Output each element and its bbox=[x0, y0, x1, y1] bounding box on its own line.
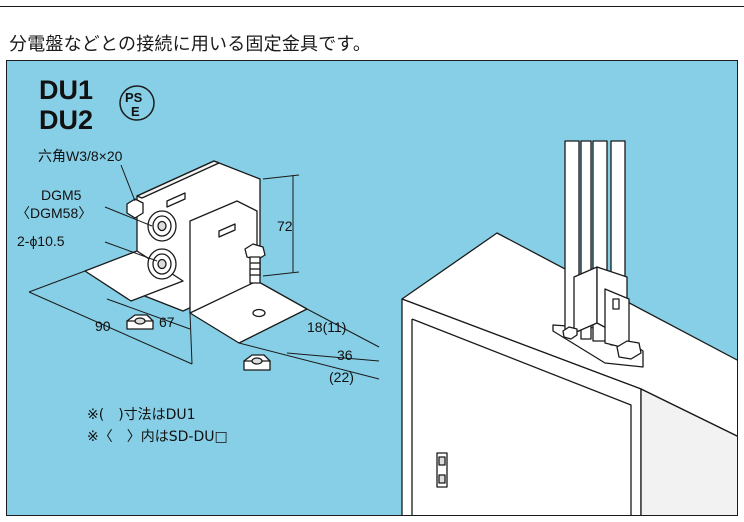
label-dgm58: 〈DGM58〉 bbox=[16, 205, 93, 221]
rear-base bbox=[84, 250, 184, 302]
door-handle bbox=[436, 452, 448, 488]
description-caption: 分電盤などとの接続に用いる固定金具です。 bbox=[9, 34, 372, 55]
bracket-illustration bbox=[28, 160, 380, 380]
plate-nut bbox=[616, 340, 642, 360]
nut-bottom bbox=[243, 354, 271, 371]
pse-mark-bottom: E bbox=[131, 104, 140, 119]
model-du2: DU2 bbox=[39, 105, 94, 135]
diagram-panel: DU1 DU2 PS E 六角W3/8×20 DGM5 〈DGM58〉 2-ϕ1… bbox=[6, 60, 738, 516]
hex-bolt bbox=[244, 243, 266, 284]
label-height: 72 bbox=[277, 218, 293, 234]
label-dgm5: DGM5 bbox=[41, 187, 82, 203]
note-sd-du: ※〈 〉内はSD-DU□ bbox=[87, 429, 228, 445]
label-holes: 2-ϕ10.5 bbox=[17, 233, 65, 249]
cabinet-side bbox=[640, 388, 737, 515]
rear-plate-top bbox=[136, 160, 220, 199]
cabinet-door bbox=[411, 318, 632, 515]
label-depth-a: 18(11) bbox=[307, 319, 347, 335]
pse-mark-top: PS bbox=[125, 90, 143, 105]
label-width-b: 67 bbox=[159, 314, 175, 330]
label-width-a: 90 bbox=[95, 318, 111, 334]
bolt-head-left bbox=[126, 198, 144, 219]
plate-nut-2 bbox=[562, 326, 578, 340]
washer-lower bbox=[147, 248, 177, 280]
dimension-lines bbox=[28, 164, 380, 380]
installation-illustration bbox=[401, 140, 737, 515]
rear-slot bbox=[166, 192, 186, 208]
label-depth-c: (22) bbox=[329, 369, 354, 385]
front-slot bbox=[218, 223, 236, 238]
label-depth-b: 36 bbox=[337, 347, 353, 363]
washer-upper bbox=[147, 210, 177, 242]
base-hole bbox=[252, 308, 266, 318]
top-rule bbox=[0, 6, 744, 7]
installed-bracket bbox=[573, 266, 630, 350]
cabinet-front bbox=[401, 298, 642, 515]
model-du1: DU1 bbox=[39, 75, 94, 105]
pse-mark bbox=[119, 85, 155, 121]
bracket-drawing bbox=[28, 140, 737, 515]
label-bolt-spec: 六角W3/8×20 bbox=[38, 148, 123, 164]
nut-left bbox=[126, 314, 154, 330]
note-du1: ※( )寸法はDU1 bbox=[87, 407, 196, 423]
